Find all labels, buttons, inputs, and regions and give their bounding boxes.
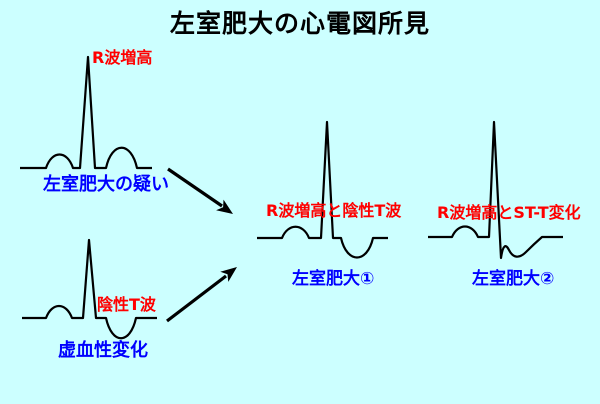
caption-suspected-lvh: 左室肥大の疑い bbox=[43, 174, 169, 195]
ecg-waveform-lvh1 bbox=[257, 120, 388, 259]
arrow-upper-head bbox=[216, 199, 233, 214]
arrow-lower-head bbox=[220, 267, 237, 282]
annotation-r-increase-and-negative-t: R波増高と陰性T波 bbox=[266, 201, 402, 220]
caption-ischemic-change: 虚血性変化 bbox=[58, 340, 148, 361]
caption-lvh-2: 左室肥大② bbox=[472, 269, 555, 289]
annotation-negative-t-wave: 陰性T波 bbox=[97, 295, 156, 314]
ecg-waveform-ischemic bbox=[22, 238, 157, 340]
caption-lvh-1: 左室肥大① bbox=[292, 269, 375, 289]
arrow-lower-icon bbox=[166, 267, 237, 323]
annotation-r-wave-increase: R波増高 bbox=[92, 48, 153, 67]
arrow-upper-shaft bbox=[167, 167, 223, 208]
page-title: 左室肥大の心電図所見 bbox=[169, 9, 430, 38]
ecg-waveform-suspected-lvh bbox=[20, 55, 152, 170]
arrow-lower-shaft bbox=[166, 274, 227, 323]
annotation-r-increase-and-st-t-change: R波増高とST-T変化 bbox=[437, 203, 581, 222]
arrow-upper-icon bbox=[167, 167, 233, 214]
ecg-waveform-lvh2 bbox=[428, 120, 563, 260]
